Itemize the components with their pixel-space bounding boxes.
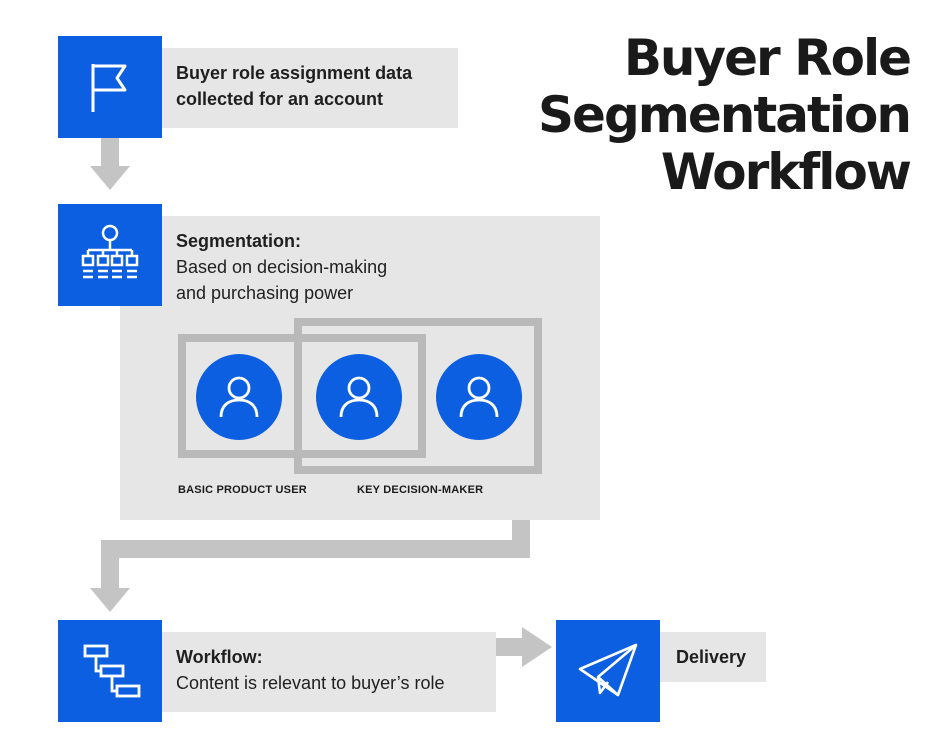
step1-icon-box: [58, 36, 162, 138]
step1-panel: [160, 48, 458, 128]
title-line-1: Buyer Role: [623, 29, 912, 87]
person-icon: [459, 376, 499, 418]
step3-heading: Workflow:: [176, 647, 263, 667]
step4-panel: [656, 632, 766, 682]
title-line-3: Workflow: [660, 143, 912, 201]
step2-line-2: and purchasing power: [176, 283, 354, 303]
org-chart-icon: [81, 224, 139, 279]
step1-text: Buyer role assignment data collected for…: [176, 63, 413, 109]
workflow-icon: [83, 644, 141, 698]
person-icon: [219, 376, 259, 418]
step3-panel: [160, 632, 496, 712]
step2-line-1: Based on decision-making: [176, 257, 388, 277]
step4-text: Delivery: [676, 647, 747, 667]
person-icon: [339, 376, 379, 418]
title-line-2: Segmentation: [538, 86, 912, 144]
arrow-workflow-to-delivery: [496, 627, 552, 667]
arrow-down-1: [90, 136, 130, 190]
person-avatar-2: [316, 354, 402, 440]
step2-heading: Segmentation:: [176, 231, 302, 251]
person-avatar-3: [436, 354, 522, 440]
basic-user-frame: [178, 334, 426, 458]
step2-icon-box: [58, 204, 162, 306]
key-decision-maker-frame: [294, 318, 542, 474]
paper-plane-icon: [578, 643, 638, 697]
step2-panel-top: [160, 216, 600, 322]
step3-text: Content is relevant to buyer’s role: [176, 673, 445, 693]
flag-icon: [91, 64, 127, 112]
diagram-title: Buyer Role Segmentation Workflow: [538, 29, 912, 201]
basic-product-user-label: BASIC PRODUCT USER: [178, 484, 307, 496]
step3-icon-box: [58, 620, 162, 722]
key-decision-maker-label: KEY DECISION-MAKER: [357, 484, 484, 496]
step4-icon-box: [556, 620, 660, 722]
person-avatar-1: [196, 354, 282, 440]
